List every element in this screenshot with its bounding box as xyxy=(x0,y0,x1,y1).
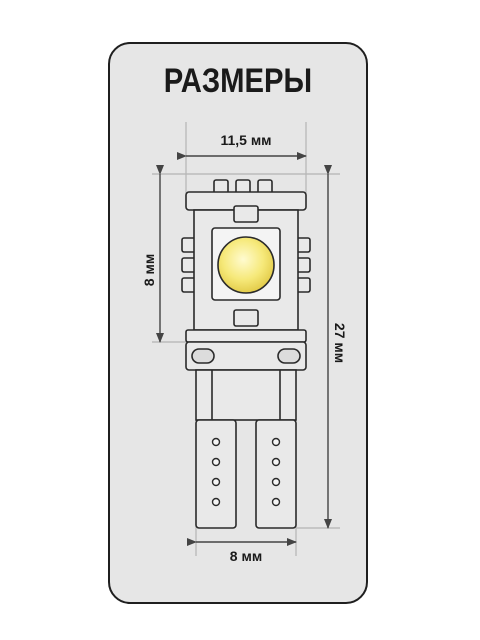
bulb-icon xyxy=(181,179,311,529)
dimension-width-bottom-label: 8 мм xyxy=(229,548,263,564)
leg-wire-dots xyxy=(211,437,281,507)
dimension-width-top-label: 11,5 мм xyxy=(220,132,272,148)
dimension-arrows xyxy=(156,152,332,546)
dimension-length-right-label: 27 мм xyxy=(332,322,348,364)
dimension-height-left-label: 8 мм xyxy=(141,253,157,287)
page-title: РАЗМЕРЫ xyxy=(163,62,313,100)
led-chip-icon xyxy=(217,236,275,294)
